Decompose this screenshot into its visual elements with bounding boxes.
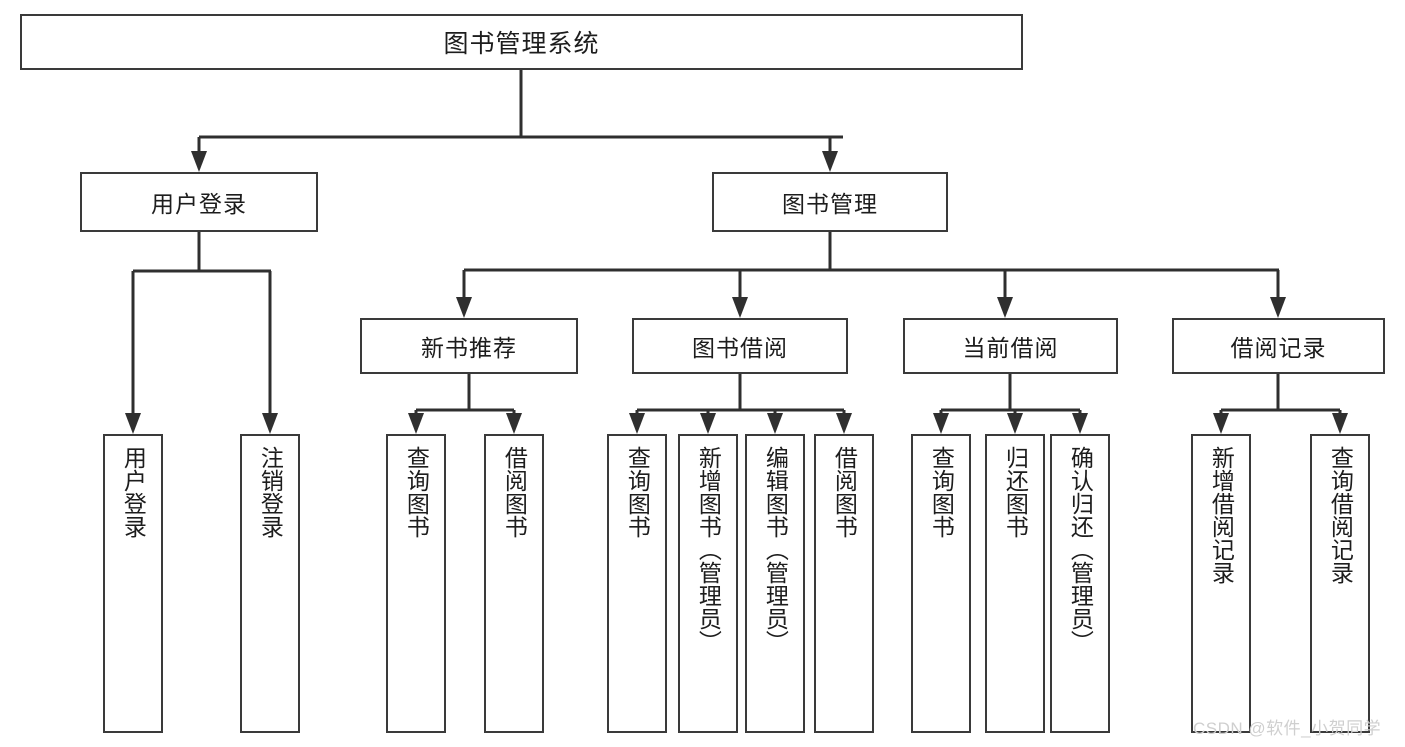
leaf-node-label: 查询借阅记录 — [1327, 446, 1354, 584]
leaf-node[interactable]: 新增借阅记录 — [1191, 434, 1251, 733]
leaf-node[interactable]: 借阅图书 — [484, 434, 544, 733]
node-book-borrow[interactable]: 图书借阅 — [632, 318, 848, 374]
arrowhead-leaf-3 — [408, 413, 424, 434]
arrowhead-user-login — [191, 151, 207, 172]
arrowhead-borrow — [732, 297, 748, 318]
leaf-node-label: 用户登录 — [120, 446, 147, 538]
leaf-node-label: 借阅图书 — [831, 446, 858, 538]
node-borrow-record-label: 借阅记录 — [1230, 335, 1327, 361]
arrowhead-leaf-10 — [1007, 413, 1023, 434]
leaf-node[interactable]: 归还图书 — [985, 434, 1045, 733]
leaf-node-label: 查询图书 — [403, 446, 430, 538]
arrowhead-leaf-12 — [1213, 413, 1229, 434]
leaf-node[interactable]: 查询图书 — [607, 434, 667, 733]
leaf-node-label: 新增图书（管理员） — [695, 446, 722, 653]
arrowhead-leaf-9 — [933, 413, 949, 434]
arrowhead-leaf-11 — [1072, 413, 1088, 434]
node-user-login-label: 用户登录 — [151, 191, 247, 217]
leaf-node[interactable]: 查询借阅记录 — [1310, 434, 1370, 733]
node-new-book-recommend-label: 新书推荐 — [421, 335, 517, 361]
leaf-node-label: 查询图书 — [624, 446, 651, 538]
leaf-node[interactable]: 用户登录 — [103, 434, 163, 733]
leaf-node-label: 注销登录 — [257, 446, 284, 538]
leaf-node[interactable]: 确认归还（管理员） — [1050, 434, 1110, 733]
arrowhead-leaf-5 — [629, 413, 645, 434]
arrowhead-leaf-8 — [836, 413, 852, 434]
arrowhead-leaf-1 — [125, 413, 141, 434]
arrowhead-leaf-4 — [506, 413, 522, 434]
arrowhead-leaf-13 — [1332, 413, 1348, 434]
csdn-watermark: CSDN @软件_小贺同学 — [1193, 719, 1382, 738]
arrowhead-current — [997, 297, 1013, 318]
arrowhead-new-book — [456, 297, 472, 318]
arrowhead-leaf-7 — [767, 413, 783, 434]
leaf-node[interactable]: 查询图书 — [386, 434, 446, 733]
node-current-borrow[interactable]: 当前借阅 — [903, 318, 1118, 374]
leaf-node-label: 借阅图书 — [501, 446, 528, 538]
node-book-borrow-label: 图书借阅 — [692, 335, 788, 361]
leaf-node-label: 归还图书 — [1002, 446, 1029, 538]
leaf-node[interactable]: 新增图书（管理员） — [678, 434, 738, 733]
node-borrow-record[interactable]: 借阅记录 — [1172, 318, 1385, 374]
node-new-book-recommend[interactable]: 新书推荐 — [360, 318, 578, 374]
leaf-node[interactable]: 借阅图书 — [814, 434, 874, 733]
leaf-node[interactable]: 查询图书 — [911, 434, 971, 733]
node-book-management[interactable]: 图书管理 — [712, 172, 948, 232]
leaf-node-label: 编辑图书（管理员） — [762, 446, 789, 653]
leaf-node-label: 查询图书 — [928, 446, 955, 538]
node-book-management-label: 图书管理 — [782, 191, 878, 217]
arrowhead-leaf-2 — [262, 413, 278, 434]
node-user-login[interactable]: 用户登录 — [80, 172, 318, 232]
leaf-node[interactable]: 编辑图书（管理员） — [745, 434, 805, 733]
leaf-node-label: 确认归还（管理员） — [1067, 446, 1094, 653]
node-current-borrow-label: 当前借阅 — [962, 335, 1059, 361]
leaf-node-label: 新增借阅记录 — [1208, 446, 1235, 584]
arrowhead-book-mgmt — [822, 151, 838, 172]
arrowhead-record — [1270, 297, 1286, 318]
leaf-node[interactable]: 注销登录 — [240, 434, 300, 733]
arrowhead-leaf-6 — [700, 413, 716, 434]
node-root-label: 图书管理系统 — [443, 30, 600, 58]
node-root[interactable]: 图书管理系统 — [20, 14, 1023, 70]
